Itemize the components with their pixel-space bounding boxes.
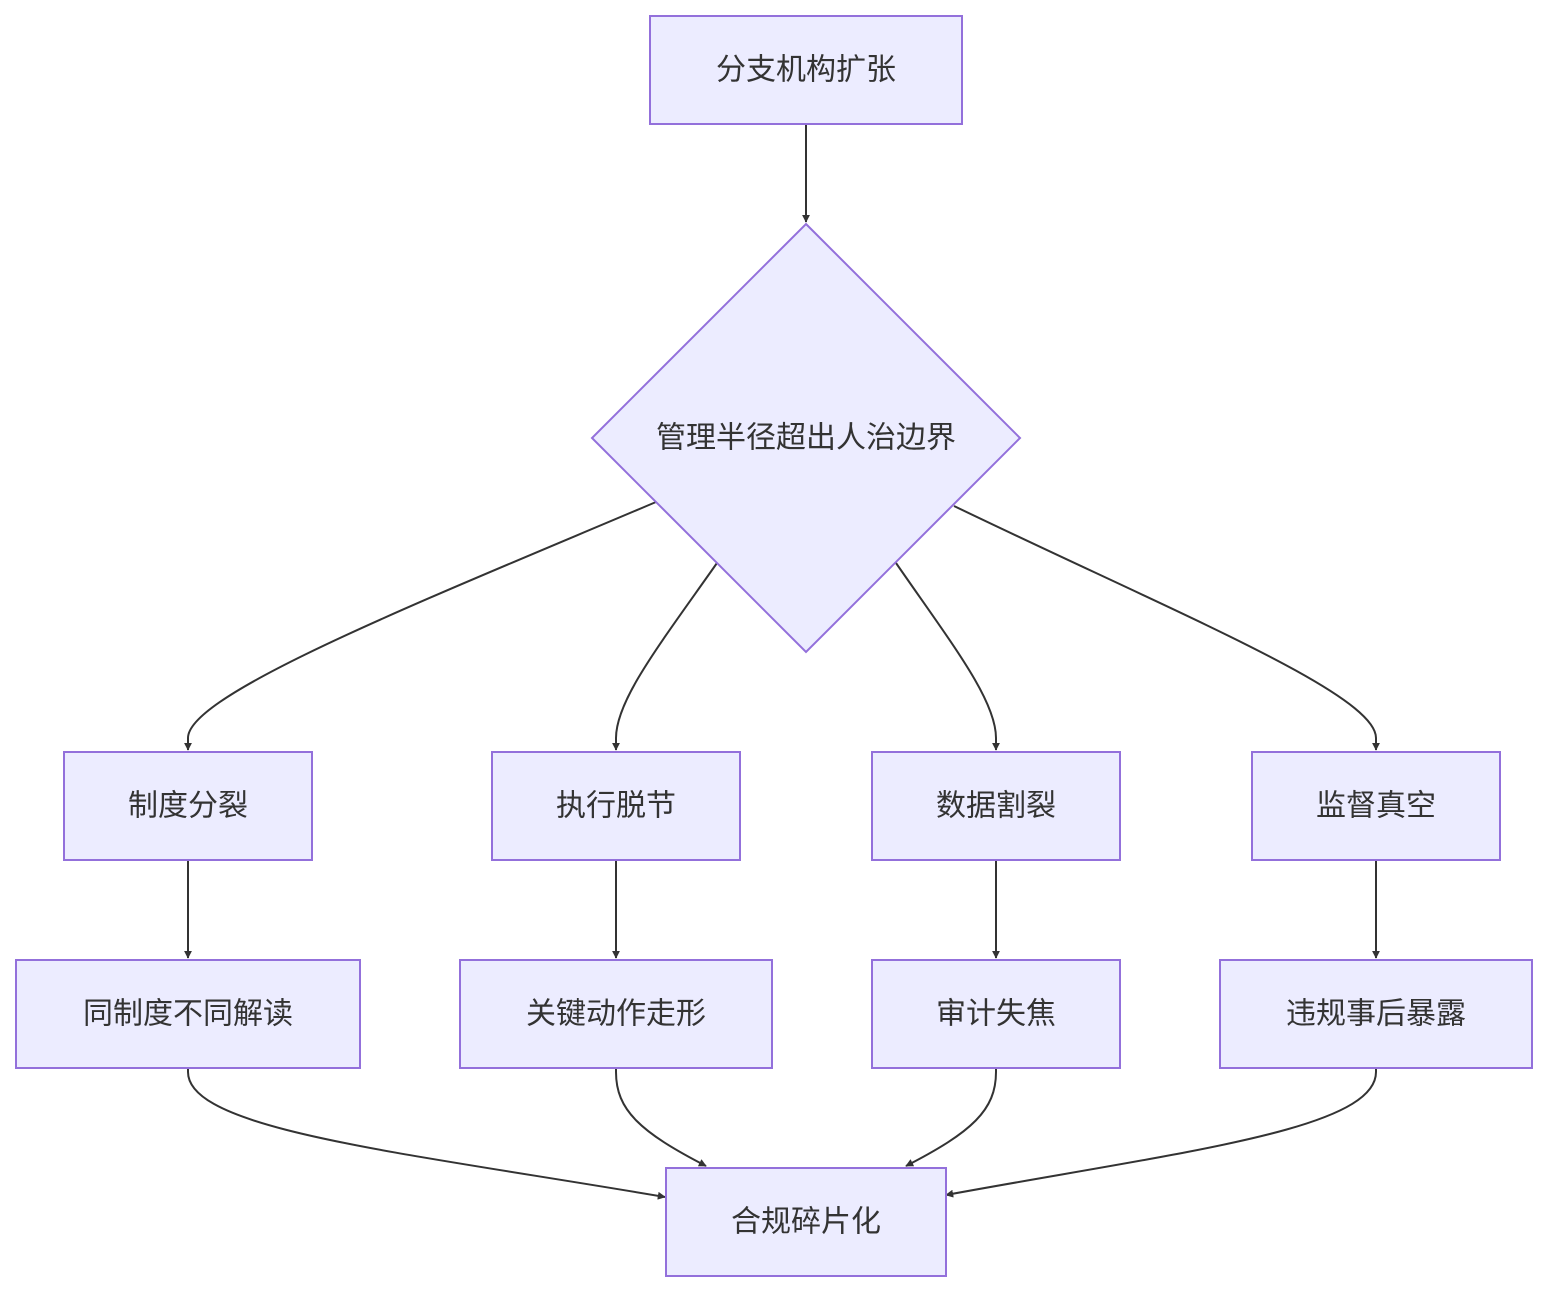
node-policy-split: 制度分裂 bbox=[63, 751, 313, 861]
edge-audit-unfocused-to-compliance bbox=[905, 1068, 997, 1167]
node-execution-gap: 执行脱节 bbox=[491, 751, 741, 861]
node-decision: 管理半径超出人治边界 bbox=[590, 222, 1022, 654]
node-data-split: 数据割裂 bbox=[871, 751, 1121, 861]
node-compliance-fragmented: 合规碎片化 bbox=[665, 1167, 947, 1277]
edges bbox=[184, 125, 1380, 1200]
edge-decision-to-execution-gap bbox=[612, 562, 718, 751]
node-policy-split-label: 制度分裂 bbox=[128, 789, 248, 824]
node-data-split-label: 数据割裂 bbox=[936, 789, 1056, 824]
node-violation-exposed-late: 违规事后暴露 bbox=[1219, 959, 1533, 1069]
edge-decision-to-oversight-vacuum bbox=[953, 505, 1380, 751]
node-oversight-vacuum: 监督真空 bbox=[1251, 751, 1501, 861]
node-audit-unfocused-label: 审计失焦 bbox=[936, 997, 1056, 1032]
node-expansion: 分支机构扩张 bbox=[649, 15, 963, 125]
edge-violation-to-compliance bbox=[945, 1068, 1377, 1198]
node-execution-gap-label: 执行脱节 bbox=[556, 789, 676, 824]
node-oversight-vacuum-label: 监督真空 bbox=[1316, 789, 1436, 824]
node-compliance-fragmented-label: 合规碎片化 bbox=[731, 1205, 881, 1240]
node-violation-exposed-late-label: 违规事后暴露 bbox=[1286, 997, 1466, 1032]
node-decision-label: 管理半径超出人治边界 bbox=[656, 421, 956, 456]
node-same-policy-diff-reading-label: 同制度不同解读 bbox=[83, 997, 293, 1032]
node-expansion-label: 分支机构扩张 bbox=[716, 53, 896, 88]
edge-decision-to-policy-split bbox=[184, 501, 657, 751]
node-key-action-distorted-label: 关键动作走形 bbox=[526, 997, 706, 1032]
edge-same-policy-to-compliance bbox=[187, 1068, 666, 1200]
edge-decision-to-data-split bbox=[895, 562, 1000, 751]
node-same-policy-diff-reading: 同制度不同解读 bbox=[15, 959, 361, 1069]
node-key-action-distorted: 关键动作走形 bbox=[459, 959, 773, 1069]
edge-key-action-to-compliance bbox=[615, 1068, 707, 1167]
node-audit-unfocused: 审计失焦 bbox=[871, 959, 1121, 1069]
